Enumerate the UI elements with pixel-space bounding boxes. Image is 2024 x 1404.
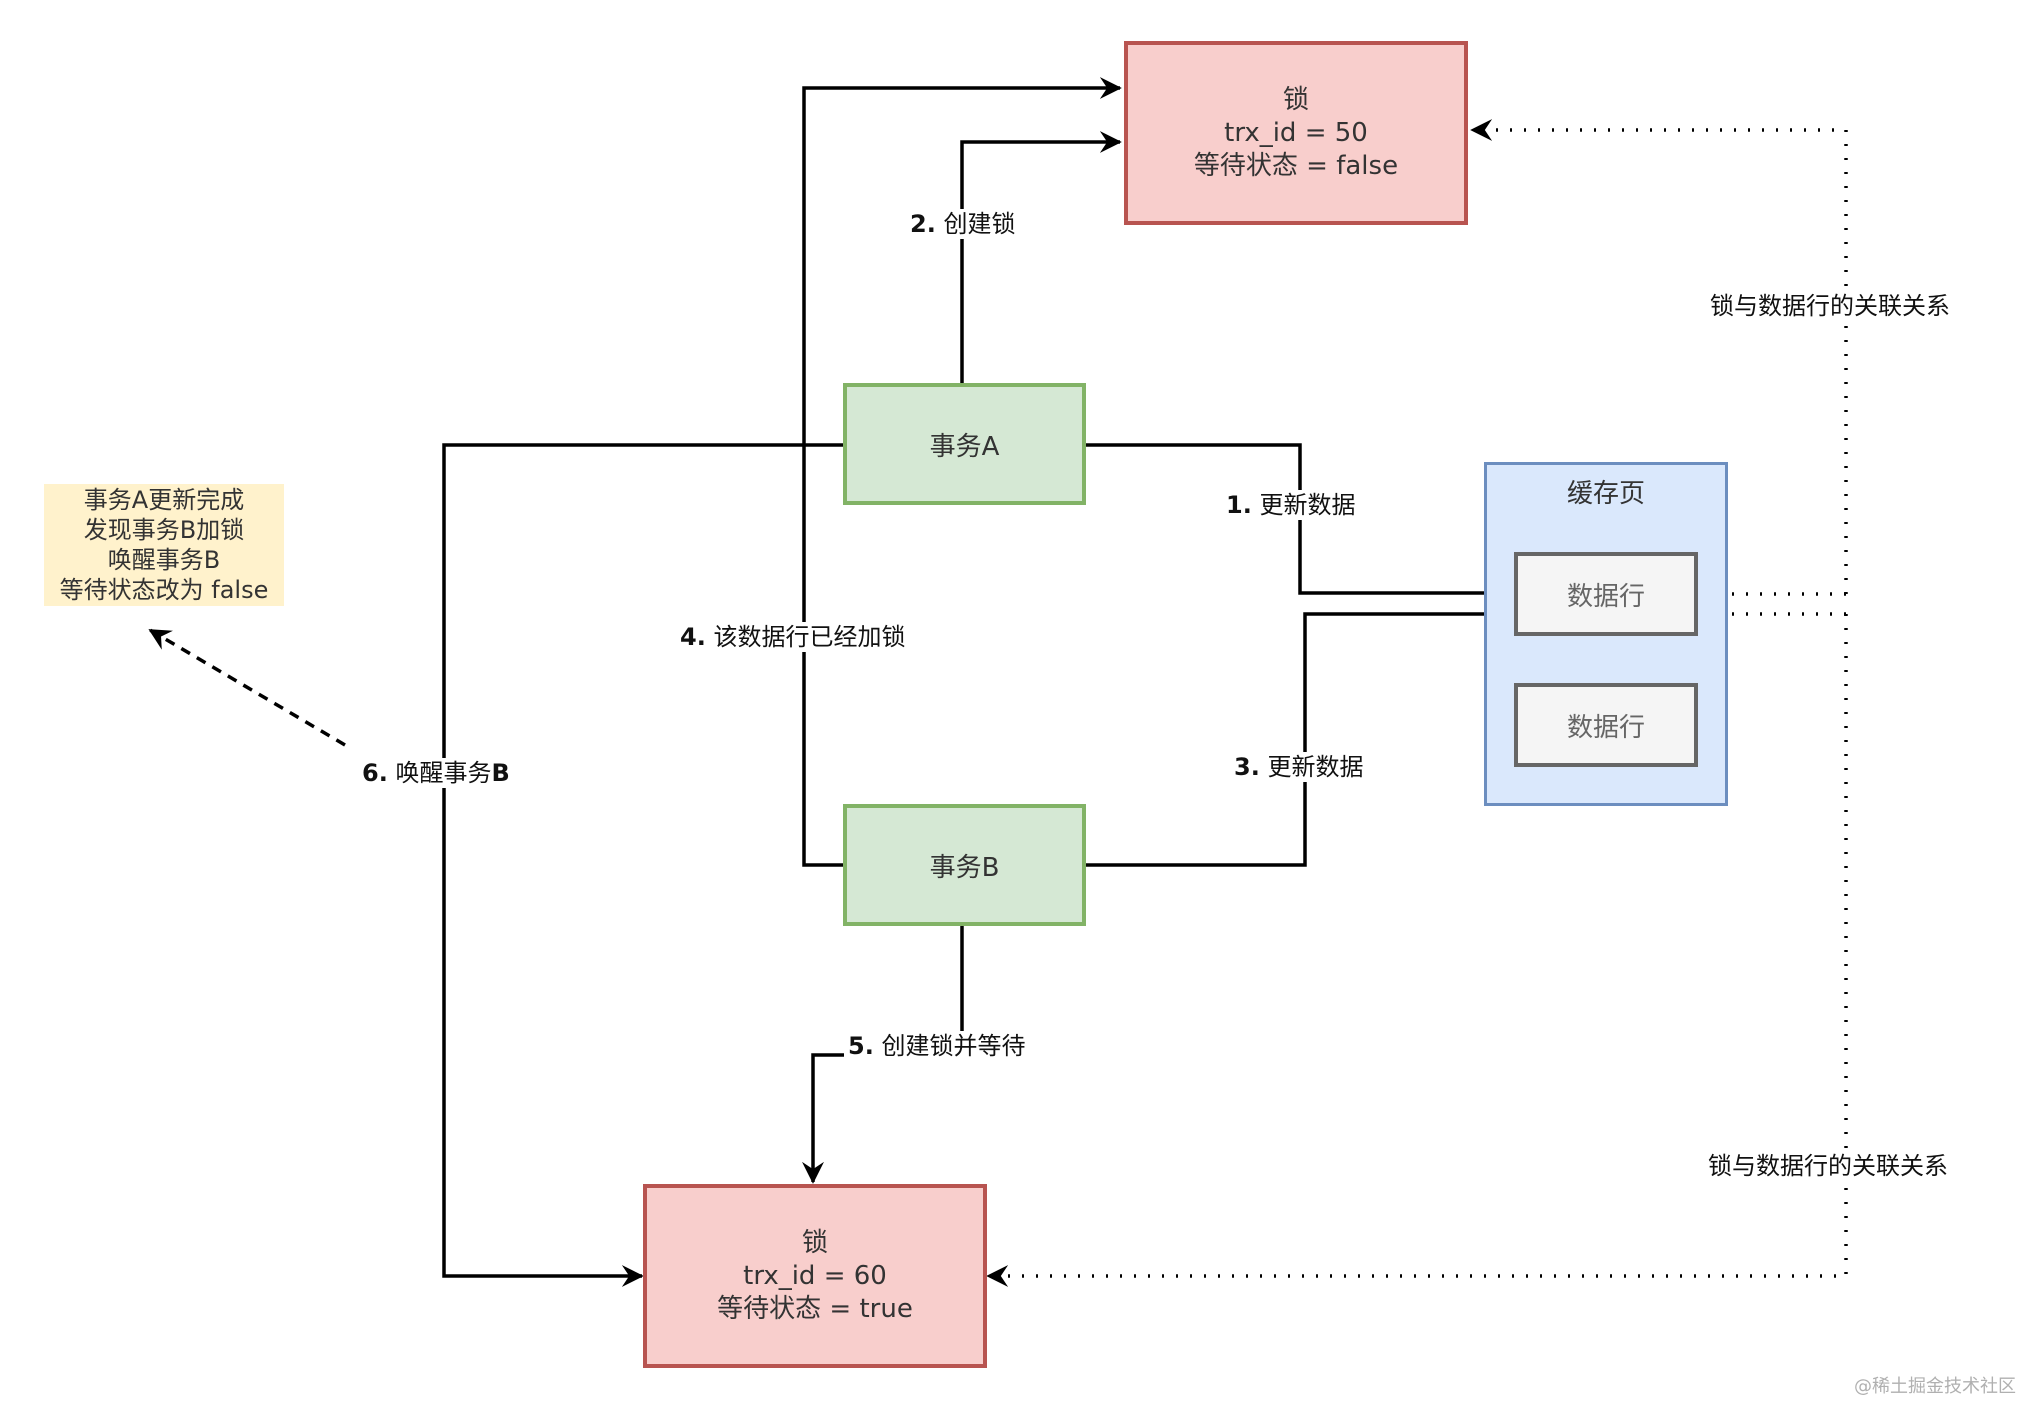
edge-step-text: 更新数据 — [1267, 753, 1364, 781]
note-line: 等待状态改为 false — [59, 576, 269, 604]
relation-label: 锁与数据行的关联关系 — [1706, 291, 1954, 321]
relation-label: 锁与数据行的关联关系 — [1704, 1151, 1952, 1181]
edge-label-create-lock-a: 2. 创建锁 — [906, 209, 1020, 239]
data-row: 数据行 — [1514, 683, 1698, 767]
note-line: 发现事务B加锁 — [83, 516, 245, 544]
lock-trx-id: trx_id = 50 — [1224, 117, 1368, 148]
cache-page-title: 缓存页 — [1566, 479, 1645, 509]
edge-label-update-a: 1. 更新数据 — [1222, 490, 1360, 520]
lock-title: 锁 — [801, 1227, 828, 1258]
edge-step-text: 更新数据 — [1259, 491, 1356, 519]
edge-row-locked — [802, 77, 1122, 867]
edge-step-number: 4. — [680, 623, 706, 651]
edge-step-text: 创建锁 — [943, 210, 1016, 238]
watermark: @稀土掘金技术社区 — [1854, 1376, 2016, 1397]
edge-label-wake-b: 6. 唤醒事务B — [358, 758, 514, 788]
edge-wake-b — [442, 443, 843, 1287]
edge-step-number: 5. — [848, 1032, 874, 1060]
lock-trx-60: 锁 trx_id = 60 等待状态 = true — [643, 1184, 987, 1368]
relation-line-lock-b — [986, 614, 1848, 1287]
edge-label-create-lock-b: 5. 创建锁并等待 — [844, 1031, 1030, 1061]
lock-title: 锁 — [1282, 84, 1309, 115]
wake-note: 事务A更新完成 发现事务B加锁 唤醒事务B 等待状态改为 false — [44, 484, 284, 606]
data-row-label: 数据行 — [1566, 581, 1645, 612]
transaction-label: 事务B — [929, 852, 1000, 883]
note-line: 事务A更新完成 — [83, 486, 245, 514]
lock-trx-50: 锁 trx_id = 50 等待状态 = false — [1124, 41, 1468, 225]
edge-step-number: 6. — [362, 759, 388, 787]
edge-step-text: 创建锁并等待 — [881, 1032, 1026, 1060]
data-row: 数据行 — [1514, 552, 1698, 636]
note-line: 唤醒事务B — [107, 546, 221, 574]
edge-create-lock-a — [960, 131, 1122, 383]
data-row-label: 数据行 — [1566, 712, 1645, 743]
edge-step-number: 1. — [1226, 491, 1252, 519]
lock-wait-state: 等待状态 = true — [717, 1293, 913, 1324]
lock-trx-id: trx_id = 60 — [743, 1260, 887, 1291]
relation-line-lock-a — [1470, 119, 1848, 594]
edge-step-number: 2. — [910, 210, 936, 238]
edge-label-update-b: 3. 更新数据 — [1230, 752, 1368, 782]
transaction-a: 事务A — [843, 383, 1086, 505]
transaction-b: 事务B — [843, 804, 1086, 926]
edge-step-number: 3. — [1234, 753, 1260, 781]
edge-label-row-locked: 4. 该数据行已经加锁 — [676, 622, 910, 652]
edge-note — [148, 628, 346, 747]
lock-wait-state: 等待状态 = false — [1193, 150, 1399, 181]
edge-step-text: 该数据行已经加锁 — [713, 623, 906, 651]
edge-step-tail: B — [491, 759, 510, 787]
edge-step-text: 唤醒事务 — [395, 759, 492, 787]
edge-update-b — [1085, 603, 1514, 867]
transaction-label: 事务A — [929, 431, 1000, 462]
